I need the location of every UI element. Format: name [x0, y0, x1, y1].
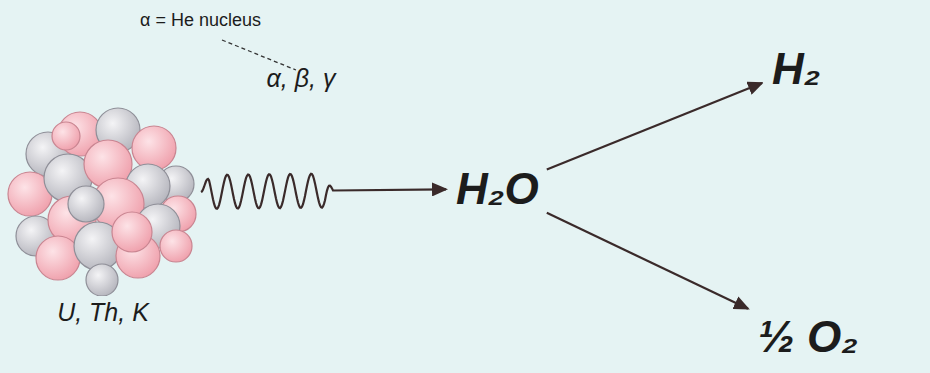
- radiation-wave: [201, 174, 446, 209]
- radiation-label: α, β, γ: [267, 64, 336, 93]
- arrow-line: [547, 83, 762, 169]
- element-label: U, Th, K: [6, 298, 200, 327]
- nucleus-illustration: [6, 96, 200, 296]
- formula-text: H₂O: [452, 162, 543, 217]
- molecule-node: ½ O₂: [754, 310, 862, 365]
- arrow-line: [547, 213, 748, 309]
- molecule-node: H₂: [768, 42, 825, 97]
- formula-text: H₂: [768, 42, 825, 97]
- note-label: α = He nucleus: [140, 10, 261, 31]
- formula-text: ½ O₂: [754, 310, 862, 365]
- nucleus-node: U, Th, K: [6, 96, 200, 327]
- molecule-node: H₂O: [452, 162, 543, 217]
